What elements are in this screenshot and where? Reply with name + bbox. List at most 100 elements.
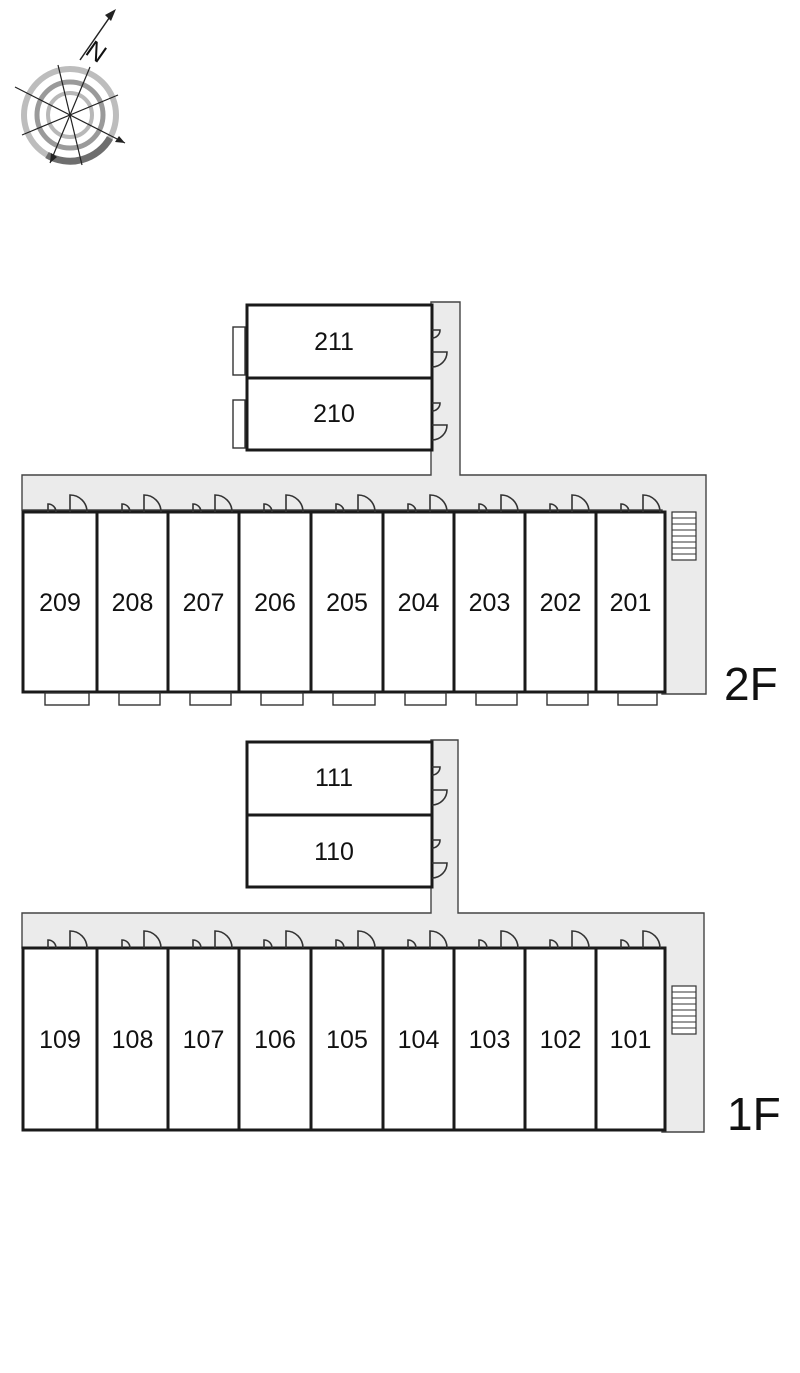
unit-210[interactable] xyxy=(245,376,434,452)
door-icon xyxy=(431,329,441,339)
unit-label-202: 202 xyxy=(540,589,582,617)
unit-label-105: 105 xyxy=(326,1026,368,1054)
unit-105[interactable] xyxy=(309,946,385,1132)
door-icon xyxy=(571,930,590,949)
unit-label-102: 102 xyxy=(540,1026,582,1054)
unit-211[interactable] xyxy=(245,303,434,380)
door-icon xyxy=(143,930,162,949)
unit-111[interactable] xyxy=(245,740,434,817)
unit-label-209: 209 xyxy=(39,589,81,617)
door-icon xyxy=(549,939,559,949)
door-icon xyxy=(47,503,57,513)
unit-label-211: 211 xyxy=(314,328,354,356)
door-icon xyxy=(431,839,441,849)
unit-label-208: 208 xyxy=(112,589,154,617)
balcony xyxy=(232,326,246,376)
balcony xyxy=(332,692,376,706)
door-icon xyxy=(478,939,488,949)
unit-row-1f: 109 108 107 106 105 104 103 102 101 xyxy=(21,930,667,1132)
door-icon xyxy=(431,424,448,441)
balcony xyxy=(546,692,589,706)
unit-205[interactable] xyxy=(309,510,385,694)
unit-label-104: 104 xyxy=(398,1026,440,1054)
door-icon xyxy=(431,402,441,412)
unit-203[interactable] xyxy=(452,510,527,694)
door-icon xyxy=(431,789,448,806)
unit-209[interactable] xyxy=(21,510,99,694)
door-icon xyxy=(214,494,233,513)
unit-label-201: 201 xyxy=(610,589,652,617)
door-icon xyxy=(642,494,661,513)
door-icon xyxy=(500,930,519,949)
door-icon xyxy=(431,351,448,368)
unit-202[interactable] xyxy=(523,510,598,694)
door-icon xyxy=(642,930,661,949)
door-icon xyxy=(69,930,88,949)
door-icon xyxy=(620,503,630,513)
unit-label-111: 111 xyxy=(315,764,353,792)
door-icon xyxy=(620,939,630,949)
unit-label-210: 210 xyxy=(313,400,355,428)
door-icon xyxy=(431,766,441,776)
unit-108[interactable] xyxy=(95,946,170,1132)
unit-208[interactable] xyxy=(95,510,170,694)
door-icon xyxy=(69,494,88,513)
north-letter: N xyxy=(81,35,112,68)
corridor-2f xyxy=(21,301,707,695)
unit-label-101: 101 xyxy=(610,1026,652,1054)
unit-label-205: 205 xyxy=(326,589,368,617)
balcony xyxy=(617,692,658,706)
balcony xyxy=(232,399,246,449)
door-icon xyxy=(263,503,273,513)
door-icon xyxy=(407,939,417,949)
door-icon xyxy=(214,930,233,949)
balcony xyxy=(44,692,90,706)
door-icon xyxy=(285,930,304,949)
stairs-icon xyxy=(671,511,697,561)
unit-206[interactable] xyxy=(237,510,313,694)
unit-201[interactable] xyxy=(594,510,667,694)
unit-label-109: 109 xyxy=(39,1026,81,1054)
door-icon xyxy=(335,939,345,949)
unit-label-110: 110 xyxy=(314,838,354,866)
unit-106[interactable] xyxy=(237,946,313,1132)
unit-label-103: 103 xyxy=(469,1026,511,1054)
stairs-icon xyxy=(671,985,697,1035)
door-icon xyxy=(192,503,202,513)
door-icon xyxy=(121,939,131,949)
unit-110[interactable] xyxy=(245,813,434,889)
corridor-1f xyxy=(21,739,705,1133)
compass-icon xyxy=(14,9,126,166)
door-icon xyxy=(47,939,57,949)
balcony xyxy=(404,692,447,706)
unit-103[interactable] xyxy=(452,946,527,1132)
unit-label-203: 203 xyxy=(469,589,511,617)
door-icon xyxy=(431,862,448,879)
door-icon xyxy=(429,930,448,949)
door-icon xyxy=(121,503,131,513)
floor-label-2f: 2F xyxy=(724,658,778,710)
annex-2f: 211 210 xyxy=(232,303,448,452)
unit-101[interactable] xyxy=(594,946,667,1132)
balcony xyxy=(189,692,232,706)
door-icon xyxy=(263,939,273,949)
unit-label-107: 107 xyxy=(183,1026,225,1054)
door-icon xyxy=(478,503,488,513)
door-icon xyxy=(143,494,162,513)
unit-207[interactable] xyxy=(166,510,241,694)
door-icon xyxy=(407,503,417,513)
unit-label-206: 206 xyxy=(254,589,296,617)
unit-label-106: 106 xyxy=(254,1026,296,1054)
balcony xyxy=(475,692,518,706)
unit-label-207: 207 xyxy=(183,589,225,617)
floor-1f: 111 110 109 108 107 106 105 104 103 102 101 1F xyxy=(21,739,781,1140)
door-icon xyxy=(335,503,345,513)
unit-label-108: 108 xyxy=(112,1026,154,1054)
floor-label-1f: 1F xyxy=(727,1088,781,1140)
door-icon xyxy=(357,930,376,949)
unit-107[interactable] xyxy=(166,946,241,1132)
balcony xyxy=(260,692,304,706)
